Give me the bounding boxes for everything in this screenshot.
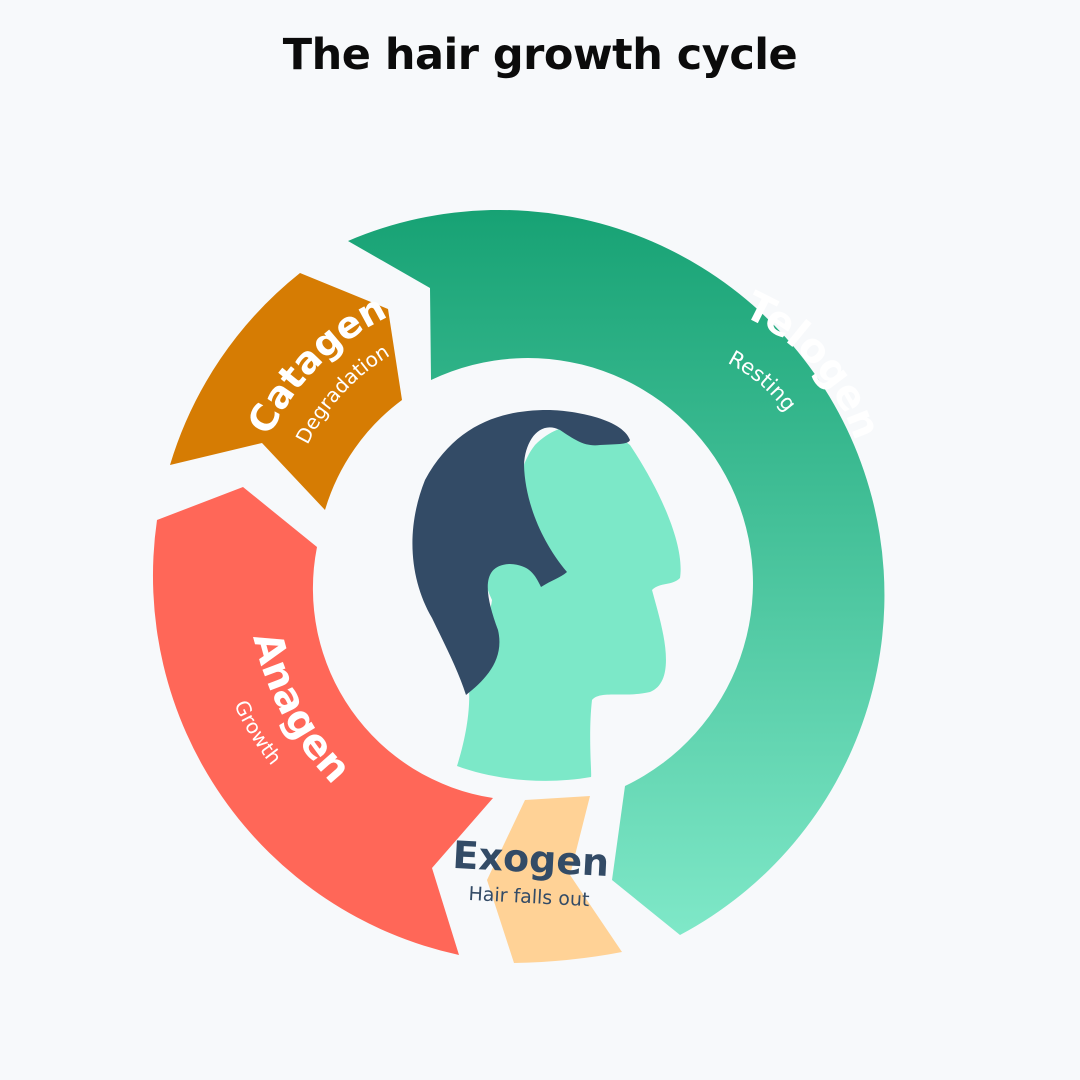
hair-shape bbox=[412, 410, 630, 695]
head-profile-icon bbox=[412, 410, 681, 781]
page-title: The hair growth cycle bbox=[282, 30, 798, 80]
face-shape bbox=[457, 425, 681, 781]
exogen-segment bbox=[487, 796, 622, 963]
catagen-segment bbox=[170, 273, 402, 510]
anagen-segment bbox=[152, 487, 494, 955]
exogen-label: Exogen bbox=[452, 833, 611, 885]
telogen-segment bbox=[348, 209, 885, 936]
